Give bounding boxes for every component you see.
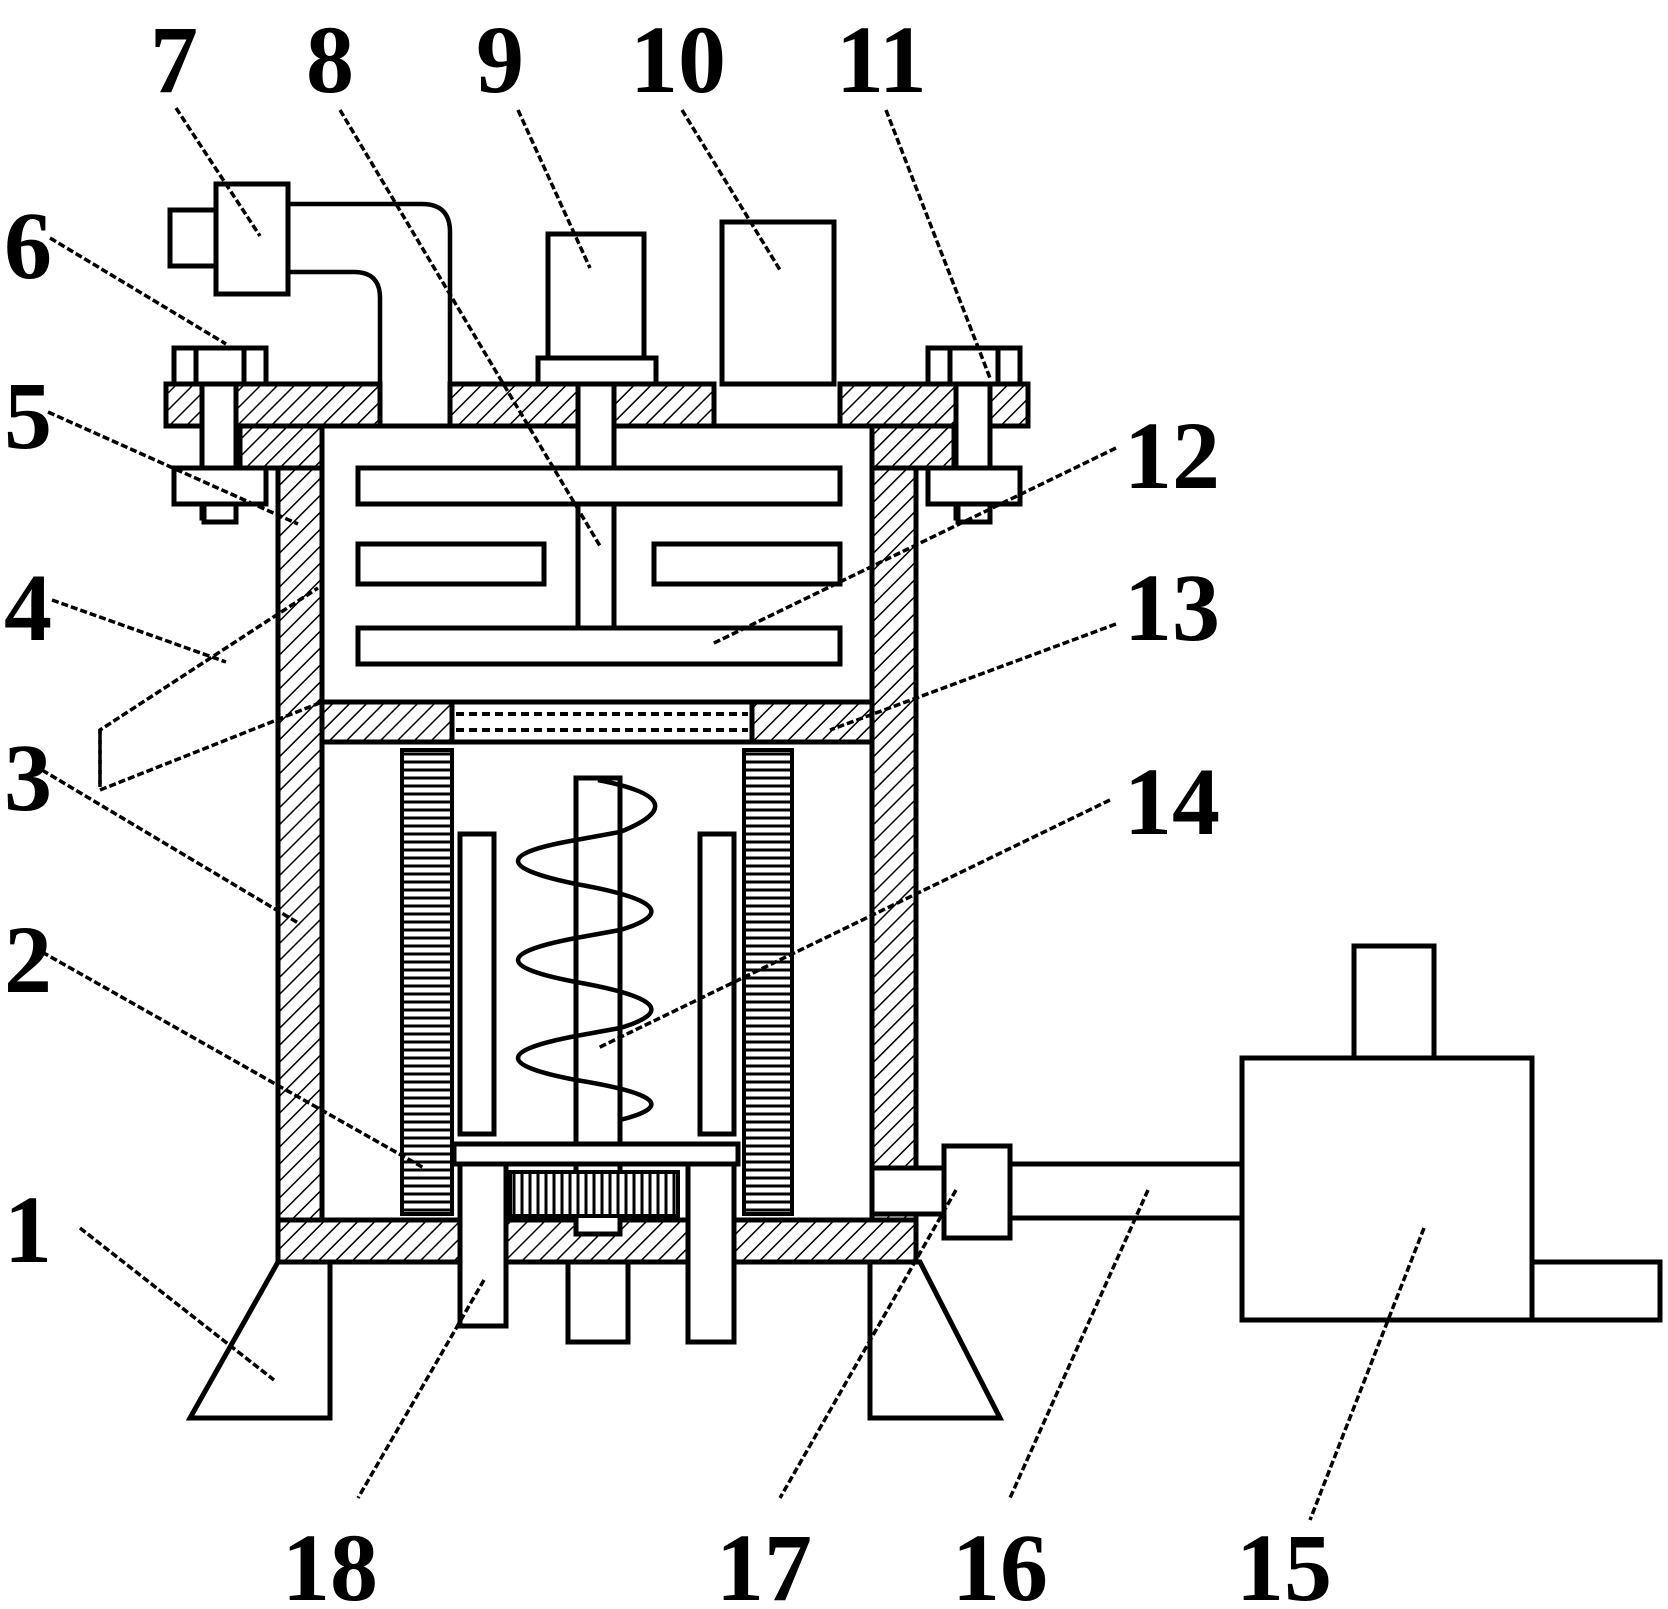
label-16: 16 [952, 1514, 1048, 1609]
side-pump-assembly [869, 943, 1663, 1323]
inlet-pipe [167, 181, 453, 426]
support-legs [185, 1259, 1005, 1421]
label-8: 8 [306, 6, 354, 113]
label-14: 14 [1124, 748, 1220, 855]
label-11: 11 [836, 6, 927, 113]
bottom-outlets [457, 1161, 737, 1345]
label-1: 1 [4, 1176, 52, 1283]
filter-plate [319, 699, 875, 745]
label-6: 6 [4, 192, 52, 299]
lower-chamber [319, 739, 875, 1237]
left-bolt [171, 345, 269, 525]
label-13: 13 [1124, 554, 1220, 661]
leader-lines [41, 107, 1426, 1521]
reference-labels: 1 2 3 4 5 6 7 8 9 10 11 12 13 14 15 16 1… [4, 6, 1332, 1609]
label-15: 15 [1236, 1514, 1332, 1609]
label-3: 3 [4, 724, 52, 831]
label-12: 12 [1124, 402, 1220, 509]
label-4: 4 [4, 554, 52, 661]
label-9: 9 [476, 6, 524, 113]
label-18: 18 [282, 1514, 378, 1609]
label-2: 2 [4, 906, 52, 1013]
label-10: 10 [630, 6, 726, 113]
right-bolt [925, 345, 1023, 525]
label-5: 5 [4, 362, 52, 469]
label-7: 7 [150, 6, 198, 113]
top-box [719, 219, 837, 387]
top-motor [535, 231, 659, 387]
label-17: 17 [716, 1514, 812, 1609]
